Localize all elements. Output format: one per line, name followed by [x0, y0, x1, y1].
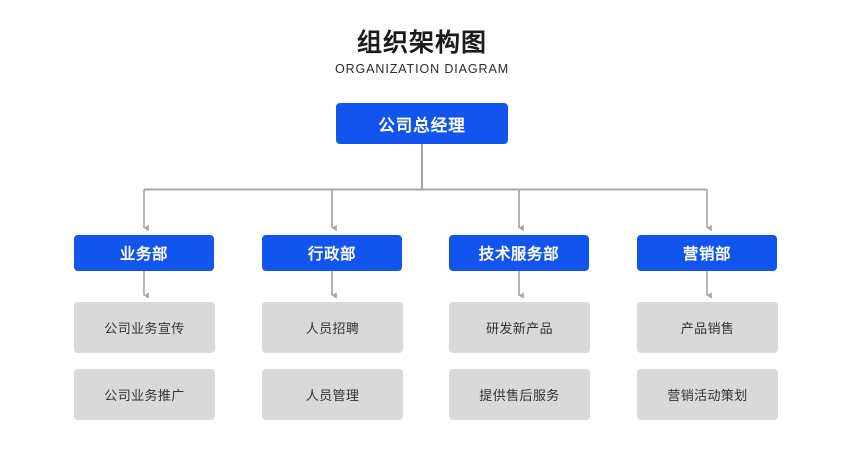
- page-title: 组织架构图: [356, 29, 487, 57]
- node-root-label: 公司总经理: [378, 116, 466, 135]
- node-dept-marketing[interactable]: 营销部: [637, 235, 777, 271]
- node-task-administration-2[interactable]: 人员管理: [262, 369, 403, 420]
- node-task-label: 公司业务宣传: [104, 321, 185, 336]
- node-task-technical-service-1[interactable]: 研发新产品: [449, 302, 590, 353]
- node-dept-label: 业务部: [119, 246, 169, 263]
- node-task-label: 人员招聘: [305, 321, 360, 336]
- node-task-label: 研发新产品: [485, 321, 553, 336]
- node-task-label: 营销活动策划: [667, 388, 748, 403]
- node-dept-technical-service[interactable]: 技术服务部: [449, 235, 589, 271]
- node-dept-label: 行政部: [307, 246, 357, 263]
- node-dept-label: 营销部: [682, 246, 732, 263]
- page-subtitle: ORGANIZATION DIAGRAM: [334, 62, 510, 76]
- node-task-label: 产品销售: [680, 321, 735, 336]
- node-task-technical-service-2[interactable]: 提供售后服务: [449, 369, 590, 420]
- node-task-marketing-1[interactable]: 产品销售: [637, 302, 778, 353]
- node-task-label: 人员管理: [305, 388, 360, 403]
- node-root-general-manager[interactable]: 公司总经理: [336, 103, 508, 144]
- node-task-label: 提供售后服务: [479, 388, 560, 403]
- node-dept-business[interactable]: 业务部: [74, 235, 214, 271]
- node-dept-label: 技术服务部: [478, 246, 560, 263]
- node-task-business-2[interactable]: 公司业务推广: [74, 369, 215, 420]
- node-task-label: 公司业务推广: [104, 388, 185, 403]
- chart-title-block: 组织架构图 ORGANIZATION DIAGRAM: [0, 28, 844, 78]
- node-dept-administration[interactable]: 行政部: [262, 235, 402, 271]
- node-task-administration-1[interactable]: 人员招聘: [262, 302, 403, 353]
- node-task-business-1[interactable]: 公司业务宣传: [74, 302, 215, 353]
- node-task-marketing-2[interactable]: 营销活动策划: [637, 369, 778, 420]
